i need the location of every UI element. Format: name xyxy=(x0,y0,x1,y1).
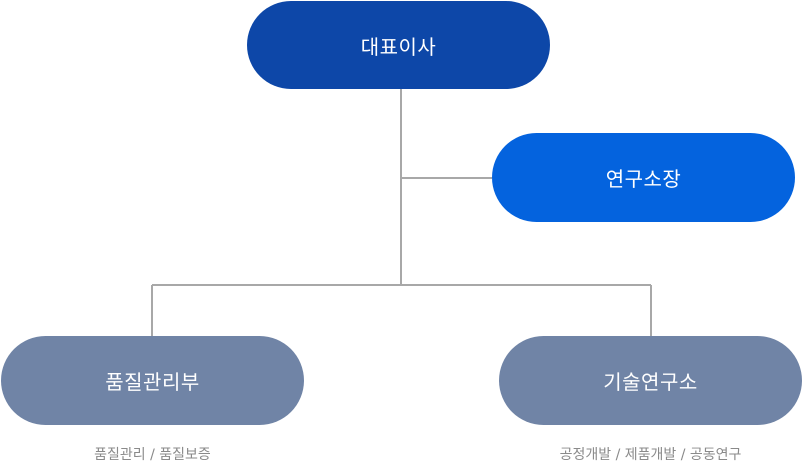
quality-management-node: 품질관리부 xyxy=(1,336,304,425)
quality-management-label: 품질관리부 xyxy=(105,370,200,394)
research-institute-label: 기술연구소 xyxy=(603,370,698,394)
lab-director-label: 연구소장 xyxy=(605,167,682,191)
lab-director-node: 연구소장 xyxy=(492,133,795,222)
ceo-label: 대표이사 xyxy=(360,34,437,59)
research-institute-description: 공정개발 / 제품개발 / 공동연구 xyxy=(559,447,742,463)
quality-management-description: 품질관리 / 품질보증 xyxy=(94,447,211,463)
ceo-node: 대표이사 xyxy=(247,1,550,89)
research-institute-node: 기술연구소 xyxy=(499,336,802,425)
